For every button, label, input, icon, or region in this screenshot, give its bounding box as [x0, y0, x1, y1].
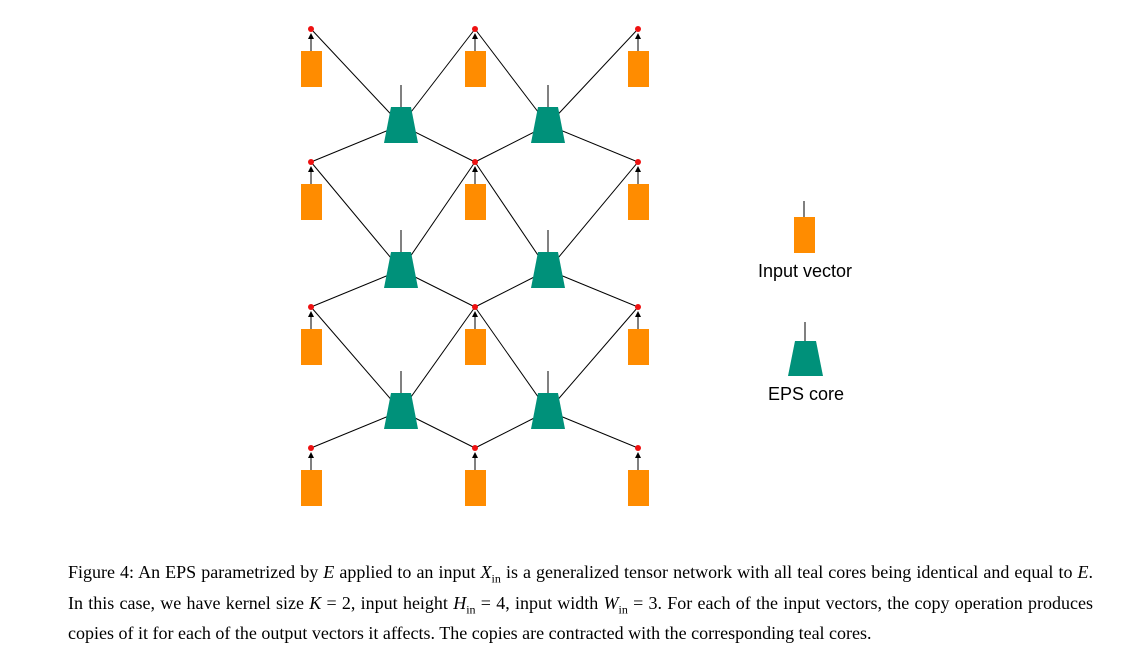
- copy-node: [308, 26, 314, 32]
- contraction-edge: [547, 28, 639, 126]
- legend-input-vector-icon: [794, 217, 815, 253]
- input-vectors: [301, 33, 649, 506]
- eps-cores: [384, 107, 565, 429]
- copy-node: [472, 445, 478, 451]
- contraction-edge: [400, 161, 476, 271]
- input-vector: [628, 470, 649, 506]
- copy-node: [308, 159, 314, 165]
- figure-caption: Figure 4: An EPS parametrized by E appli…: [68, 562, 1094, 644]
- copy-node: [472, 159, 478, 165]
- input-vector: [628, 329, 649, 365]
- copy-node: [472, 26, 478, 32]
- eps-core: [384, 107, 418, 143]
- copy-node: [635, 445, 641, 451]
- eps-core: [384, 393, 418, 429]
- contraction-edges: [310, 28, 639, 449]
- contraction-edge: [310, 161, 402, 271]
- eps-core: [531, 107, 565, 143]
- contraction-edge: [310, 124, 402, 163]
- input-vector: [465, 470, 486, 506]
- copy-node: [472, 304, 478, 310]
- copy-node: [635, 159, 641, 165]
- contraction-edge: [474, 28, 549, 126]
- contraction-edge: [547, 410, 639, 449]
- copy-node: [308, 304, 314, 310]
- contraction-edge: [547, 269, 639, 308]
- input-vector: [301, 184, 322, 220]
- eps-core: [531, 252, 565, 288]
- contraction-edge: [400, 28, 476, 126]
- copy-node: [308, 445, 314, 451]
- contraction-edge: [474, 161, 549, 271]
- legend-input-vector-label: Input vector: [757, 261, 853, 281]
- eps-tensor-network-diagram: [301, 26, 823, 506]
- legend-eps-core-label: EPS core: [767, 384, 845, 404]
- copy-node: [635, 304, 641, 310]
- input-vector: [301, 51, 322, 87]
- contraction-edge: [310, 28, 402, 126]
- contraction-edge: [310, 306, 402, 412]
- legend-eps-core-icon: [788, 341, 823, 376]
- contraction-edge: [547, 306, 639, 412]
- contraction-edge: [547, 161, 639, 271]
- input-vector: [301, 470, 322, 506]
- copy-nodes: [308, 26, 641, 451]
- input-vector: [628, 51, 649, 87]
- contraction-edge: [400, 306, 476, 412]
- legend: [788, 201, 823, 376]
- input-vector: [301, 329, 322, 365]
- contraction-edge: [310, 269, 402, 308]
- copy-node: [635, 26, 641, 32]
- input-vector: [465, 184, 486, 220]
- eps-core: [531, 393, 565, 429]
- figure-label: Figure 4:: [68, 562, 135, 582]
- contraction-edge: [547, 124, 639, 163]
- input-vector: [465, 329, 486, 365]
- contraction-edge: [474, 306, 549, 412]
- input-vector: [465, 51, 486, 87]
- input-vector: [628, 184, 649, 220]
- eps-core: [384, 252, 418, 288]
- contraction-edge: [310, 410, 402, 449]
